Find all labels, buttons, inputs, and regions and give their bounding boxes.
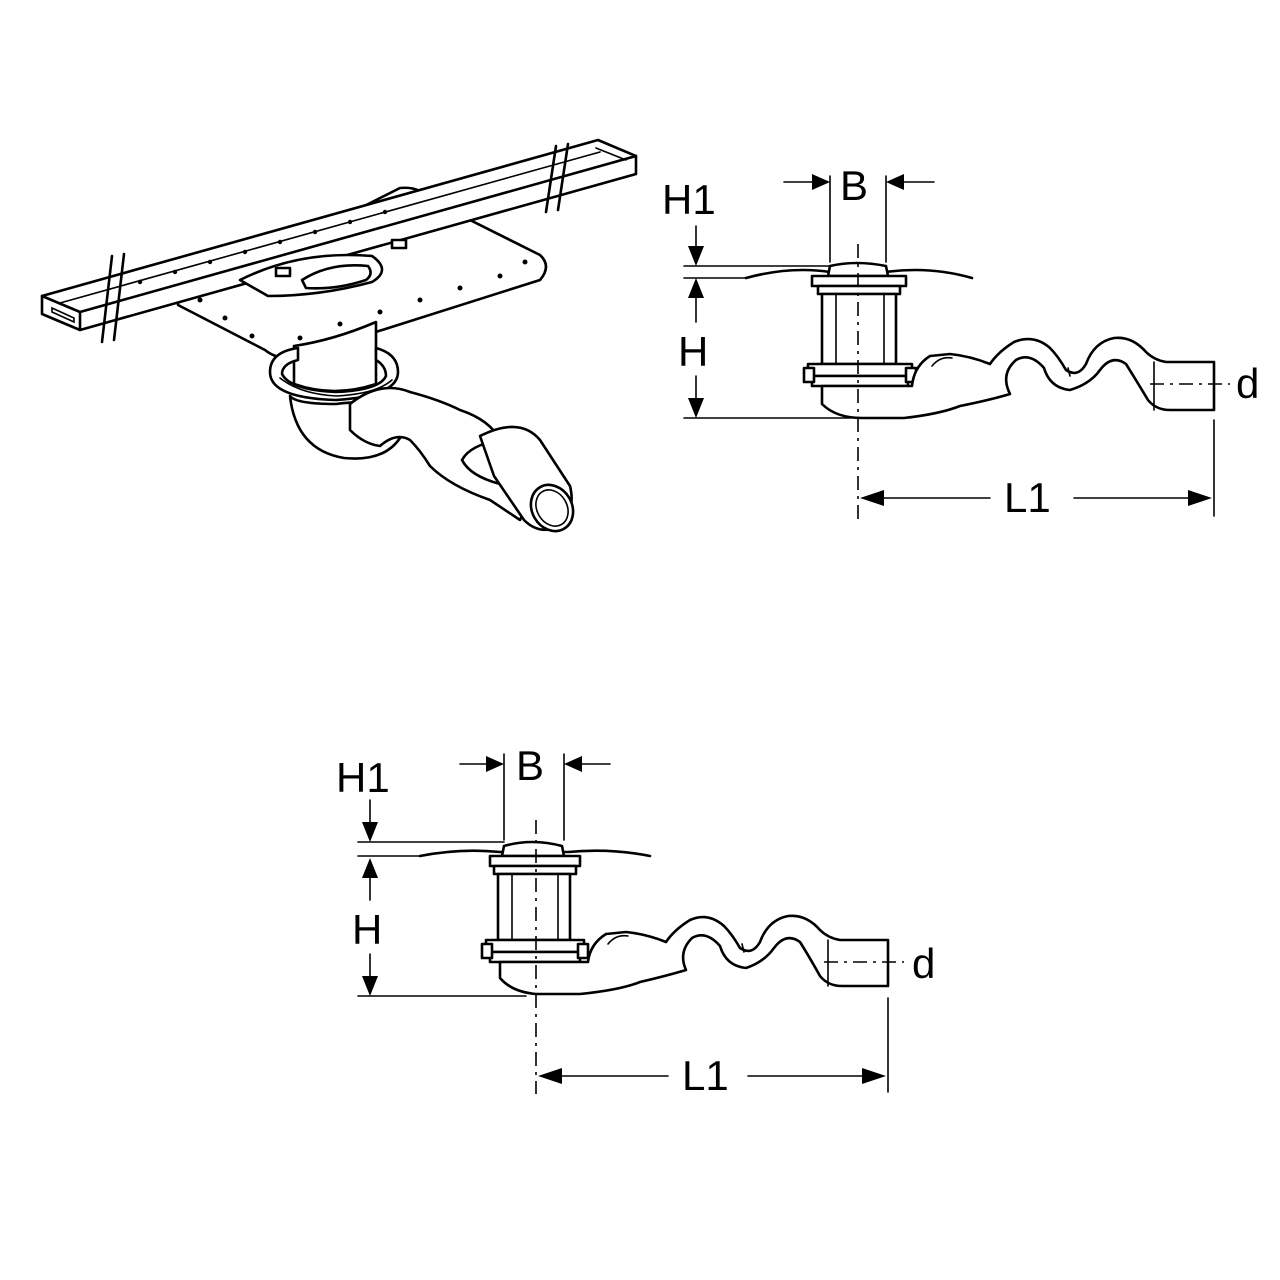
iso-outlet-pipe xyxy=(348,386,532,522)
side-view-bottom: B H1 H L1 d xyxy=(336,742,935,1099)
iso-break-mark-left xyxy=(100,252,126,344)
iso-plate-holes xyxy=(197,259,528,341)
top-label-b: B xyxy=(840,162,868,209)
bottom-clamp-ring xyxy=(484,938,586,954)
bottom-label-b: B xyxy=(516,742,544,789)
top-label-h1: H1 xyxy=(662,176,716,223)
top-label-d: d xyxy=(1236,360,1259,407)
top-outlet-pipe xyxy=(820,336,1216,420)
bottom-label-h1: H1 xyxy=(336,754,390,801)
iso-clamp-ring xyxy=(268,346,400,402)
bottom-flange xyxy=(488,854,582,868)
top-body xyxy=(820,292,898,366)
bottom-label-h: H xyxy=(352,906,382,953)
top-clamp-ring xyxy=(806,362,914,378)
side-view-top: B H1 H L1 d xyxy=(662,162,1259,521)
bottom-body xyxy=(496,872,572,942)
isometric-view xyxy=(40,138,638,533)
top-drain-cap xyxy=(826,261,890,278)
iso-break-mark-right xyxy=(544,142,570,214)
top-flange xyxy=(810,274,908,288)
iso-channel-rail xyxy=(40,138,638,332)
bottom-label-l1: L1 xyxy=(682,1052,729,1099)
top-label-l1: L1 xyxy=(1004,474,1051,521)
bottom-floor-line xyxy=(418,849,652,858)
bottom-outlet-pipe xyxy=(498,914,890,996)
bottom-label-d: d xyxy=(912,940,935,987)
iso-rail-holes xyxy=(137,209,388,285)
bottom-drain-cap xyxy=(500,840,566,858)
top-label-h: H xyxy=(678,328,708,375)
